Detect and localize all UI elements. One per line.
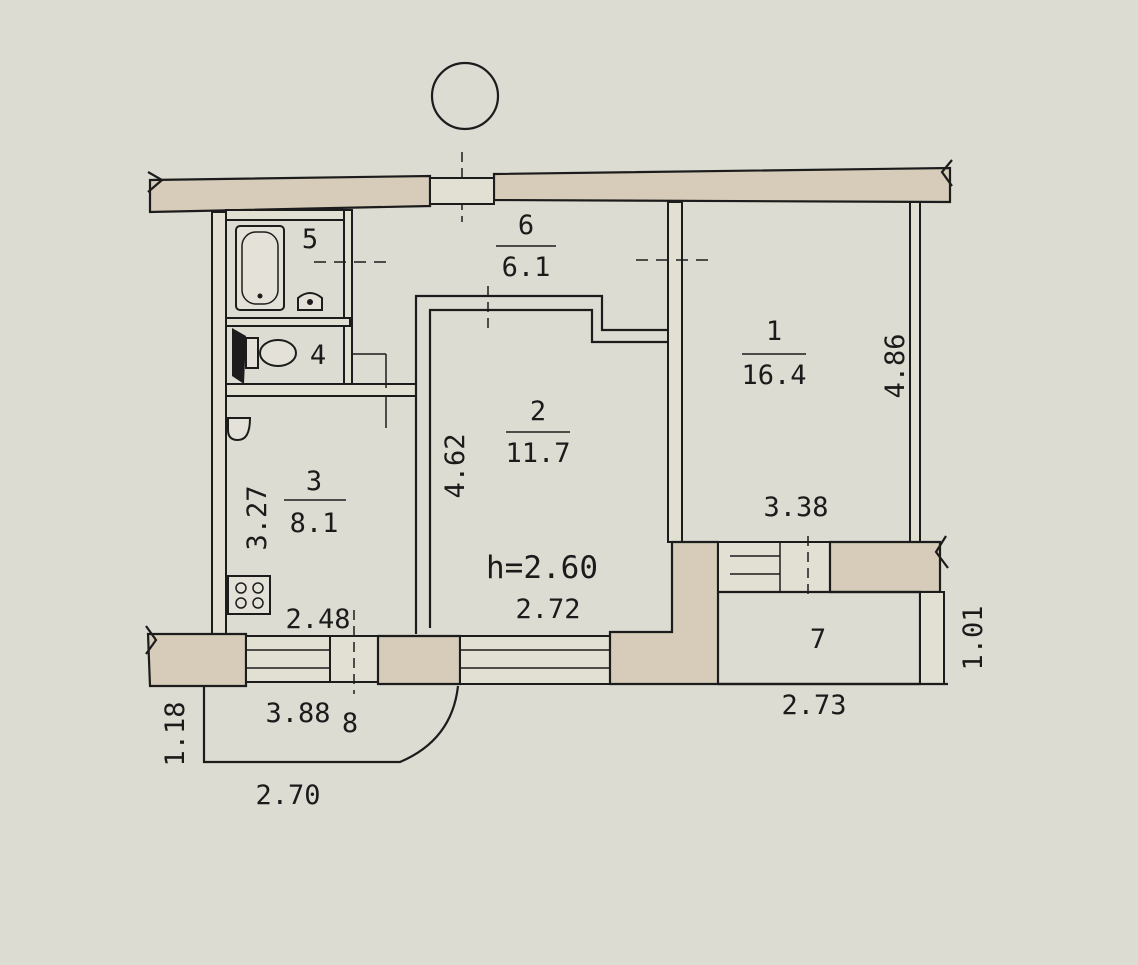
- bathtub-icon: [235, 225, 285, 311]
- stove-icon: [227, 575, 271, 615]
- toilet-icon: [232, 328, 297, 384]
- dim-balcony8-length: 3.88: [265, 698, 330, 729]
- room-8-number: 8: [342, 708, 358, 739]
- dim-room1-height: 4.86: [880, 333, 911, 398]
- right-wall-room1: [909, 201, 921, 543]
- room-5-number: 5: [302, 224, 318, 255]
- washbasin-icon: [297, 292, 323, 311]
- dim-room1-width: 3.38: [763, 492, 828, 523]
- ceiling-height: h=2.60: [486, 550, 598, 586]
- room-3-area: 8.1: [290, 508, 339, 539]
- room-1-number: 1: [766, 316, 782, 347]
- room-6-number: 6: [518, 210, 534, 241]
- dim-room3-height: 3.27: [242, 485, 273, 550]
- dim-room2-height: 4.62: [440, 433, 471, 498]
- kitchen-sink-icon: [227, 417, 252, 442]
- dim-room3-width: 2.48: [285, 604, 350, 635]
- balcony-8-outline: [202, 685, 460, 764]
- dim-room2-width: 2.72: [515, 594, 580, 625]
- left-exterior-wall: [211, 211, 227, 637]
- room-6-area: 6.1: [502, 252, 551, 283]
- room-2-area: 11.7: [505, 438, 570, 469]
- dim-balcony8-width: 2.70: [255, 780, 320, 811]
- room1-bottom-wall: [717, 535, 949, 600]
- balcony-7-outline: [718, 590, 948, 686]
- room-1-area: 16.4: [741, 360, 806, 391]
- fraction-bars: [284, 245, 806, 501]
- axis-marks: [314, 259, 712, 428]
- room-3-number: 3: [306, 466, 322, 497]
- dim-balcony7-width: 2.73: [781, 690, 846, 721]
- room-2-number: 2: [530, 396, 546, 427]
- partition-room1-left: [667, 201, 683, 543]
- dim-balcony8-height: 1.18: [160, 701, 191, 766]
- dim-balcony7-height: 1.01: [958, 605, 989, 670]
- bathroom-walls: [225, 209, 417, 397]
- room-7-number: 7: [810, 624, 826, 655]
- room2-walls: [414, 294, 668, 634]
- orientation-circle-icon: [430, 61, 500, 131]
- room-4-number: 4: [310, 340, 326, 371]
- top-exterior-wall: [147, 159, 953, 214]
